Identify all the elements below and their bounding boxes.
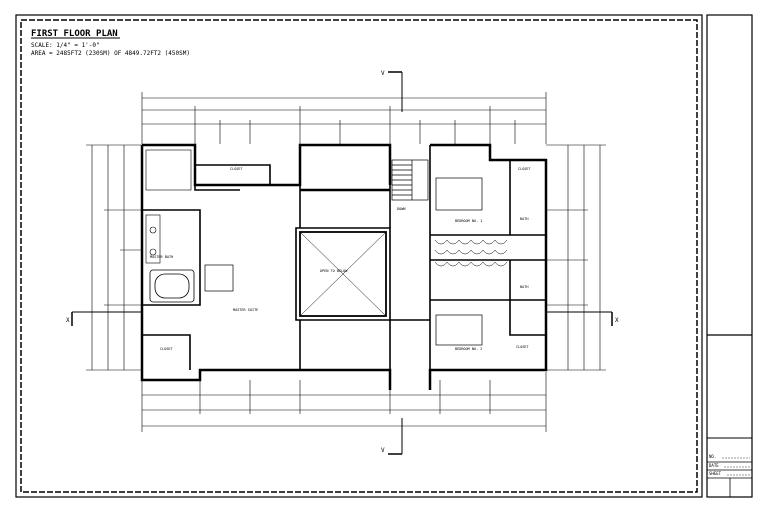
right-dimensions (546, 144, 606, 371)
room-closet-right-bottom: CLOSET (516, 345, 530, 349)
interior-walls (142, 145, 546, 370)
room-open-to-below: OPEN TO BELOW (320, 269, 348, 273)
section-marker-right: X (546, 311, 619, 326)
master-bath-fixtures (145, 149, 192, 264)
bottom-dimensions (141, 372, 547, 432)
title-block-sheet: SHEET (709, 471, 722, 476)
section-marker-bottom: V (381, 418, 403, 455)
room-bedroom-2: BEDROOM NO. 2 (455, 347, 482, 351)
room-bedroom-1: BEDROOM NO. 1 (455, 219, 482, 223)
bathtub (149, 269, 195, 303)
title-block-date: DATE (709, 463, 719, 468)
plan-area: AREA = 2485FT2 (230SM) OF 4849.72FT2 (45… (31, 50, 190, 57)
section-marker-right-label: X (615, 317, 619, 324)
room-down: DOWN (397, 207, 405, 211)
beds (204, 177, 483, 346)
section-marker-bottom-label: V (381, 447, 385, 454)
sheet-outer-border (15, 14, 703, 498)
room-master-bath: MASTER BATH (150, 255, 173, 259)
room-master-suite: MASTER SUITE (233, 308, 258, 312)
top-dimensions (141, 92, 547, 144)
stairs (391, 159, 429, 201)
section-marker-top-label: V (381, 70, 385, 77)
exterior-walls (140, 143, 548, 390)
sheet-inner-border (20, 19, 698, 493)
title-block-no: NO. (709, 454, 716, 459)
section-marker-left-label: X (66, 317, 70, 324)
room-closet-left-bottom: CLOSET (160, 347, 174, 351)
section-marker-left: X (66, 311, 142, 326)
room-closet-right-top: CLOSET (518, 167, 532, 171)
open-to-below-area (299, 231, 387, 317)
room-bath-2: BATH (520, 285, 528, 289)
plan-title: FIRST FLOOR PLAN (31, 29, 118, 39)
room-bath-1: BATH (520, 217, 528, 221)
title-block-frame (706, 14, 753, 498)
ceiling-pattern (434, 239, 508, 267)
section-marker-top: V (381, 70, 403, 112)
room-closet-top: CLOSET (230, 167, 244, 171)
plan-scale: SCALE: 1/4" = 1'-0" (31, 42, 100, 49)
left-dimensions (86, 144, 142, 371)
